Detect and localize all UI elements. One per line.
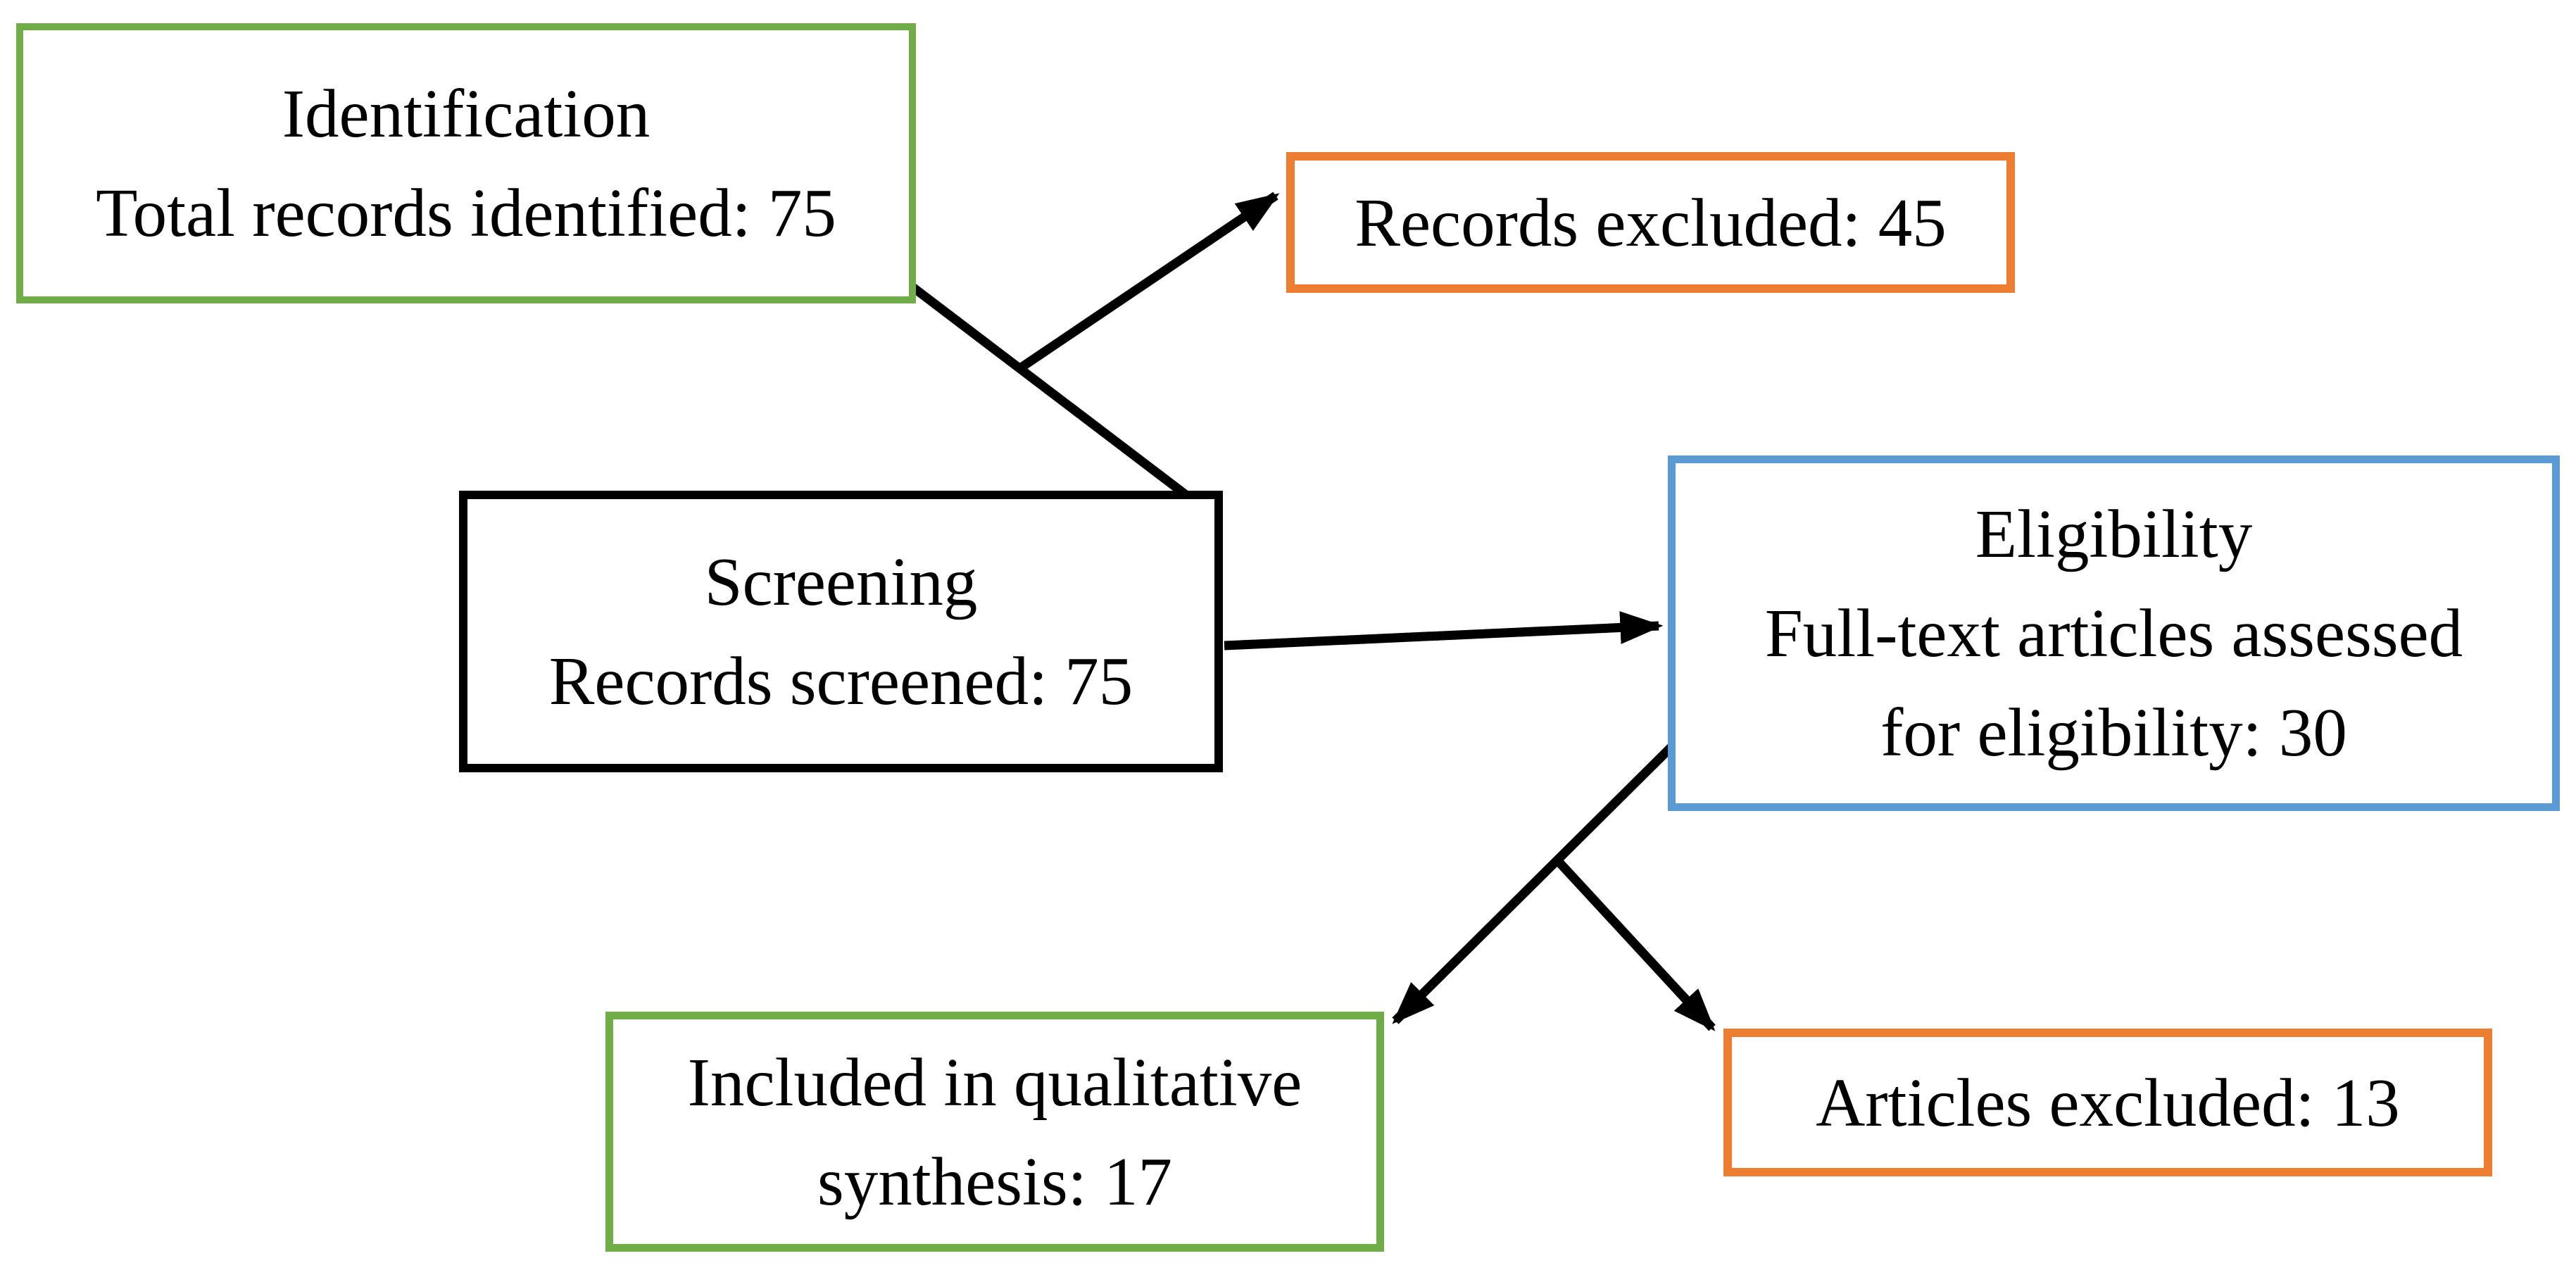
arrow-to-records-excluded xyxy=(1017,191,1280,372)
arrow-screening-to-eligibility xyxy=(1224,611,1664,651)
screening-box: Screening Records screened: 75 xyxy=(459,491,1223,772)
eligibility-title: Eligibility xyxy=(1975,496,2253,572)
screening-title: Screening xyxy=(704,544,978,620)
screening-count: Records screened: 75 xyxy=(548,643,1133,719)
records-excluded-box: Records excluded: 45 xyxy=(1286,152,2015,293)
identification-count: Total records identified: 75 xyxy=(96,175,836,251)
arrow-eligibility-to-articles-excluded xyxy=(1555,858,1716,1031)
eligibility-detail: Full-text articles assessed xyxy=(1764,596,2463,671)
arrow-eligibility-to-included xyxy=(1392,741,1677,1024)
articles-excluded-count: Articles excluded: 13 xyxy=(1816,1064,2400,1141)
connector-identification-to-screening xyxy=(908,282,1190,500)
included-count: synthesis: 17 xyxy=(817,1143,1172,1219)
identification-box: Identification Total records identified:… xyxy=(16,23,916,303)
articles-excluded-box: Articles excluded: 13 xyxy=(1723,1029,2492,1176)
identification-title: Identification xyxy=(282,76,651,151)
included-qualitative-box: Included in qualitative synthesis: 17 xyxy=(605,1012,1384,1252)
eligibility-count: for eligibility: 30 xyxy=(1880,695,2347,770)
eligibility-box: Eligibility Full-text articles assessed … xyxy=(1668,455,2560,811)
records-excluded-count: Records excluded: 45 xyxy=(1355,184,1947,260)
included-title: Included in qualitative xyxy=(687,1044,1302,1120)
